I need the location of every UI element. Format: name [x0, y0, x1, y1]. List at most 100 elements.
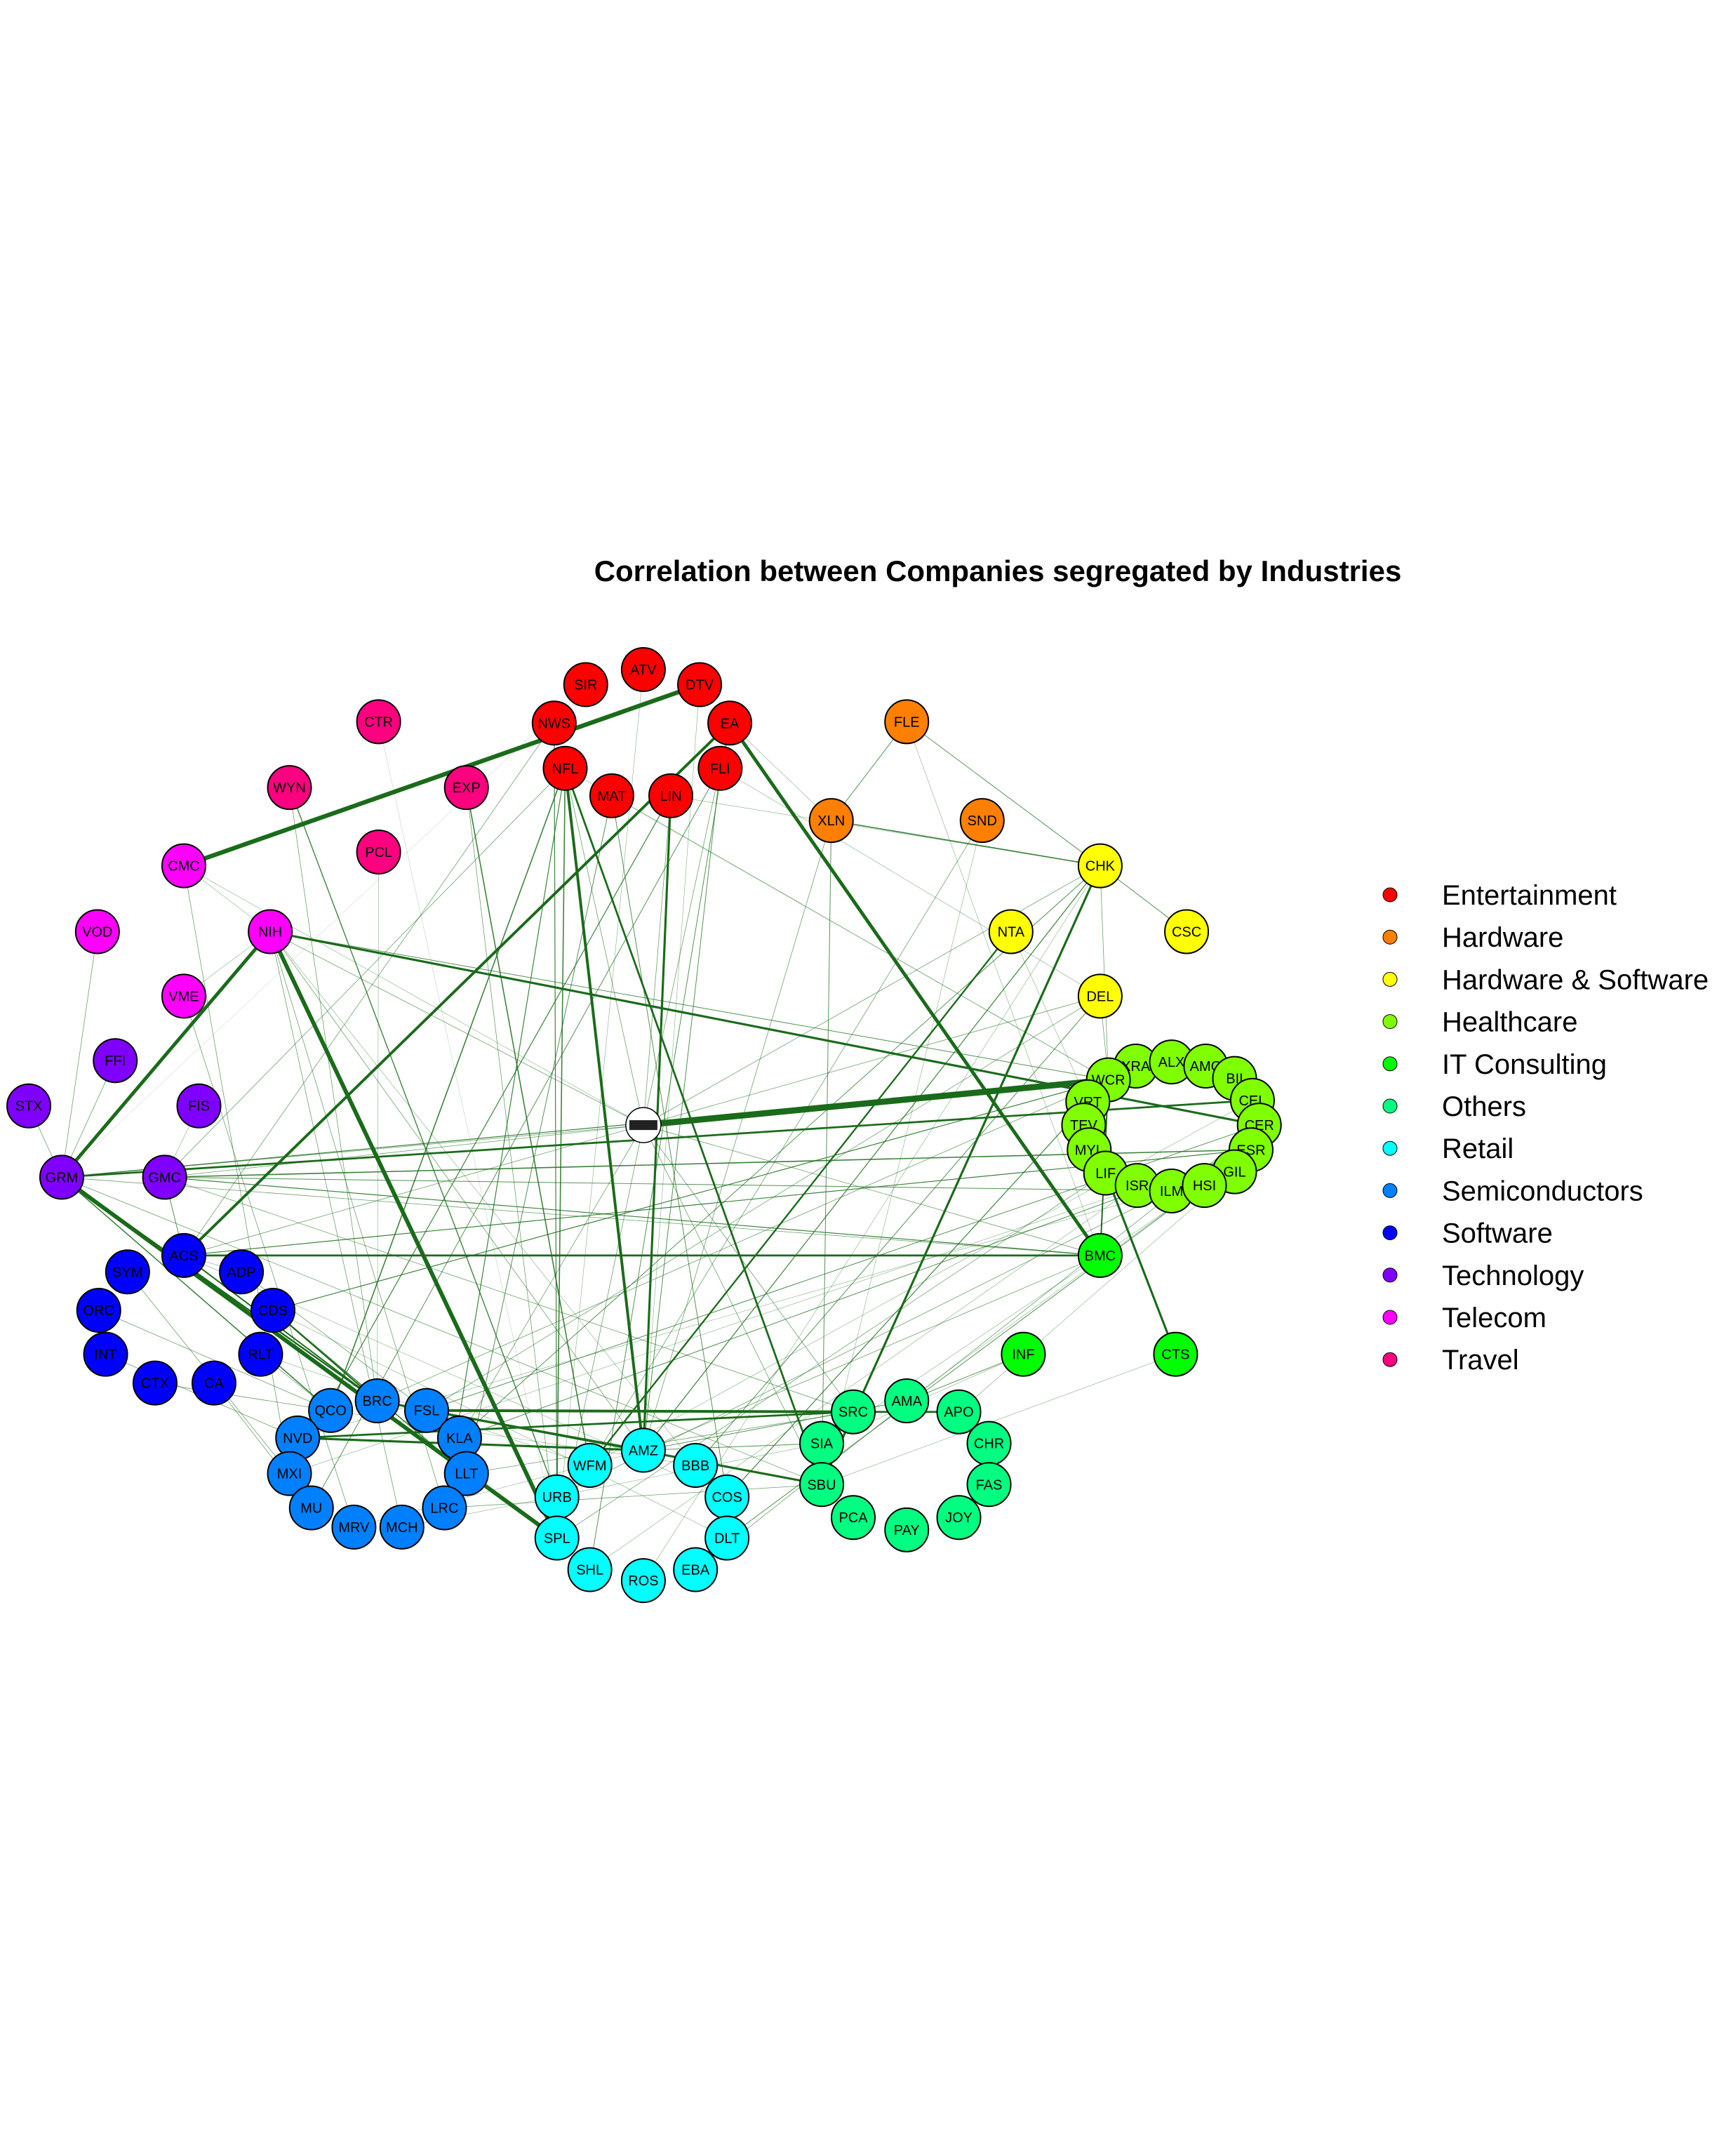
edge-hub-acs — [183, 1124, 644, 1256]
edge-amz-chk — [643, 865, 1101, 1451]
node-label: AMA — [892, 1394, 923, 1409]
edge-grm-qco — [61, 1176, 331, 1411]
node-label: KLA — [446, 1431, 473, 1446]
node-circle — [161, 1232, 206, 1278]
legend-item-semiconductors: Semiconductors — [1382, 1176, 1643, 1206]
node-circle — [248, 909, 293, 954]
node-label: EA — [721, 716, 740, 731]
node-label: JOY — [945, 1510, 973, 1526]
node-inf: INF — [1001, 1331, 1046, 1377]
edge-gmc-src — [164, 1177, 854, 1413]
node-fli: FLI — [697, 745, 743, 791]
node-label: CMC — [168, 859, 200, 874]
node-circle — [250, 1288, 296, 1333]
edge-mat-wcr — [611, 795, 1109, 1080]
node-del: DEL — [1077, 973, 1123, 1019]
node-label: COS — [711, 1490, 742, 1505]
edge-cds-dlt — [272, 1310, 728, 1538]
node-label: DTV — [686, 678, 714, 693]
node-label: CHR — [974, 1437, 1004, 1452]
node-label: CA — [204, 1376, 224, 1392]
edge-fle-bmc — [906, 721, 1101, 1256]
node-circle — [673, 1547, 719, 1592]
edge-gmc-ilm — [164, 1176, 1172, 1192]
edge-mat-cos — [611, 795, 728, 1497]
node-exp: EXP — [443, 765, 489, 811]
edge-sia-amz — [643, 1443, 822, 1451]
legend-label: IT Consulting — [1442, 1049, 1607, 1080]
node-circle — [884, 699, 930, 745]
node-label: FAS — [976, 1477, 1003, 1493]
node-label: FIS — [188, 1099, 210, 1114]
legend-label: Technology — [1442, 1260, 1584, 1291]
legend-item-hardware: Hardware — [1382, 922, 1563, 953]
node-circle — [620, 647, 666, 693]
node-fas: FAS — [966, 1462, 1012, 1508]
node-sbu: SBU — [799, 1462, 845, 1508]
node-circle — [308, 1388, 354, 1433]
node-label: PAY — [894, 1523, 920, 1538]
node-dtv: DTV — [677, 662, 723, 707]
node-apo: APO — [936, 1389, 982, 1435]
node-circle — [356, 699, 401, 745]
node-circle — [331, 1504, 377, 1550]
edge-wyn-urb — [288, 787, 558, 1498]
node-lrc: LRC — [422, 1485, 467, 1531]
node-atv: ATV — [620, 647, 666, 693]
node-label: GRM — [46, 1170, 79, 1185]
node-grm: GRM — [39, 1154, 84, 1200]
node-label: CDS — [258, 1303, 288, 1319]
node-mxi: MXI — [267, 1451, 312, 1496]
legend-marker — [1382, 1310, 1398, 1325]
node-alx: ALX — [1149, 1039, 1194, 1085]
legend-label: Others — [1442, 1091, 1526, 1122]
legend-item-hardware-software: Hardware & Software — [1382, 964, 1709, 995]
legend-label: Entertainment — [1442, 880, 1617, 911]
node-circle — [443, 765, 489, 811]
node-label: EBA — [681, 1563, 710, 1578]
legend-marker — [1382, 1183, 1398, 1198]
node-ilm: ILM — [1149, 1168, 1194, 1213]
legend-label: Telecom — [1442, 1303, 1546, 1333]
node-label: URB — [542, 1490, 572, 1505]
node-label: VOD — [82, 924, 112, 940]
node-circle — [176, 1083, 222, 1129]
node-circle — [1153, 1331, 1198, 1377]
node-src: SRC — [831, 1389, 876, 1435]
node-circle — [1077, 1232, 1123, 1278]
node-sym: SYM — [105, 1249, 150, 1295]
edge-brc-wcr — [377, 1079, 1109, 1402]
node-label: MRV — [338, 1520, 370, 1536]
edge-bmc-amz — [643, 1255, 1101, 1451]
edge-hub-cmc — [183, 865, 644, 1126]
legend-marker — [1382, 887, 1398, 903]
edge-nih-mch — [269, 931, 403, 1527]
edge-cts-sbu — [821, 1354, 1176, 1485]
node-circle — [267, 765, 312, 811]
node-shl: SHL — [567, 1547, 613, 1592]
node-ca: CA — [191, 1360, 236, 1406]
node-circle — [354, 1378, 400, 1424]
edge-exp-spl — [466, 787, 558, 1538]
node-brc: BRC — [354, 1378, 400, 1424]
legend-label: Retail — [1442, 1133, 1513, 1164]
node-vme: VME — [161, 973, 206, 1019]
node-pca: PCA — [831, 1495, 876, 1541]
node-label: SIR — [574, 678, 597, 693]
legend-item-entertainment: Entertainment — [1382, 880, 1617, 911]
node-circle — [1182, 1163, 1227, 1209]
node-isr: ISR — [1114, 1163, 1160, 1209]
node-circle — [677, 662, 723, 707]
edge-hub-nfl — [565, 768, 644, 1126]
node-label: DEL — [1086, 989, 1114, 1004]
node-label: CTS — [1161, 1348, 1189, 1363]
legend-item-technology: Technology — [1382, 1260, 1584, 1291]
edge-nfl-amz — [563, 768, 645, 1451]
node-circle — [988, 909, 1034, 954]
edge-fli-del — [720, 768, 1101, 997]
node-label: MU — [300, 1501, 322, 1517]
node-eba: EBA — [673, 1547, 719, 1592]
node-circle — [76, 1288, 121, 1333]
legend-item-it-consulting: IT Consulting — [1382, 1049, 1607, 1080]
